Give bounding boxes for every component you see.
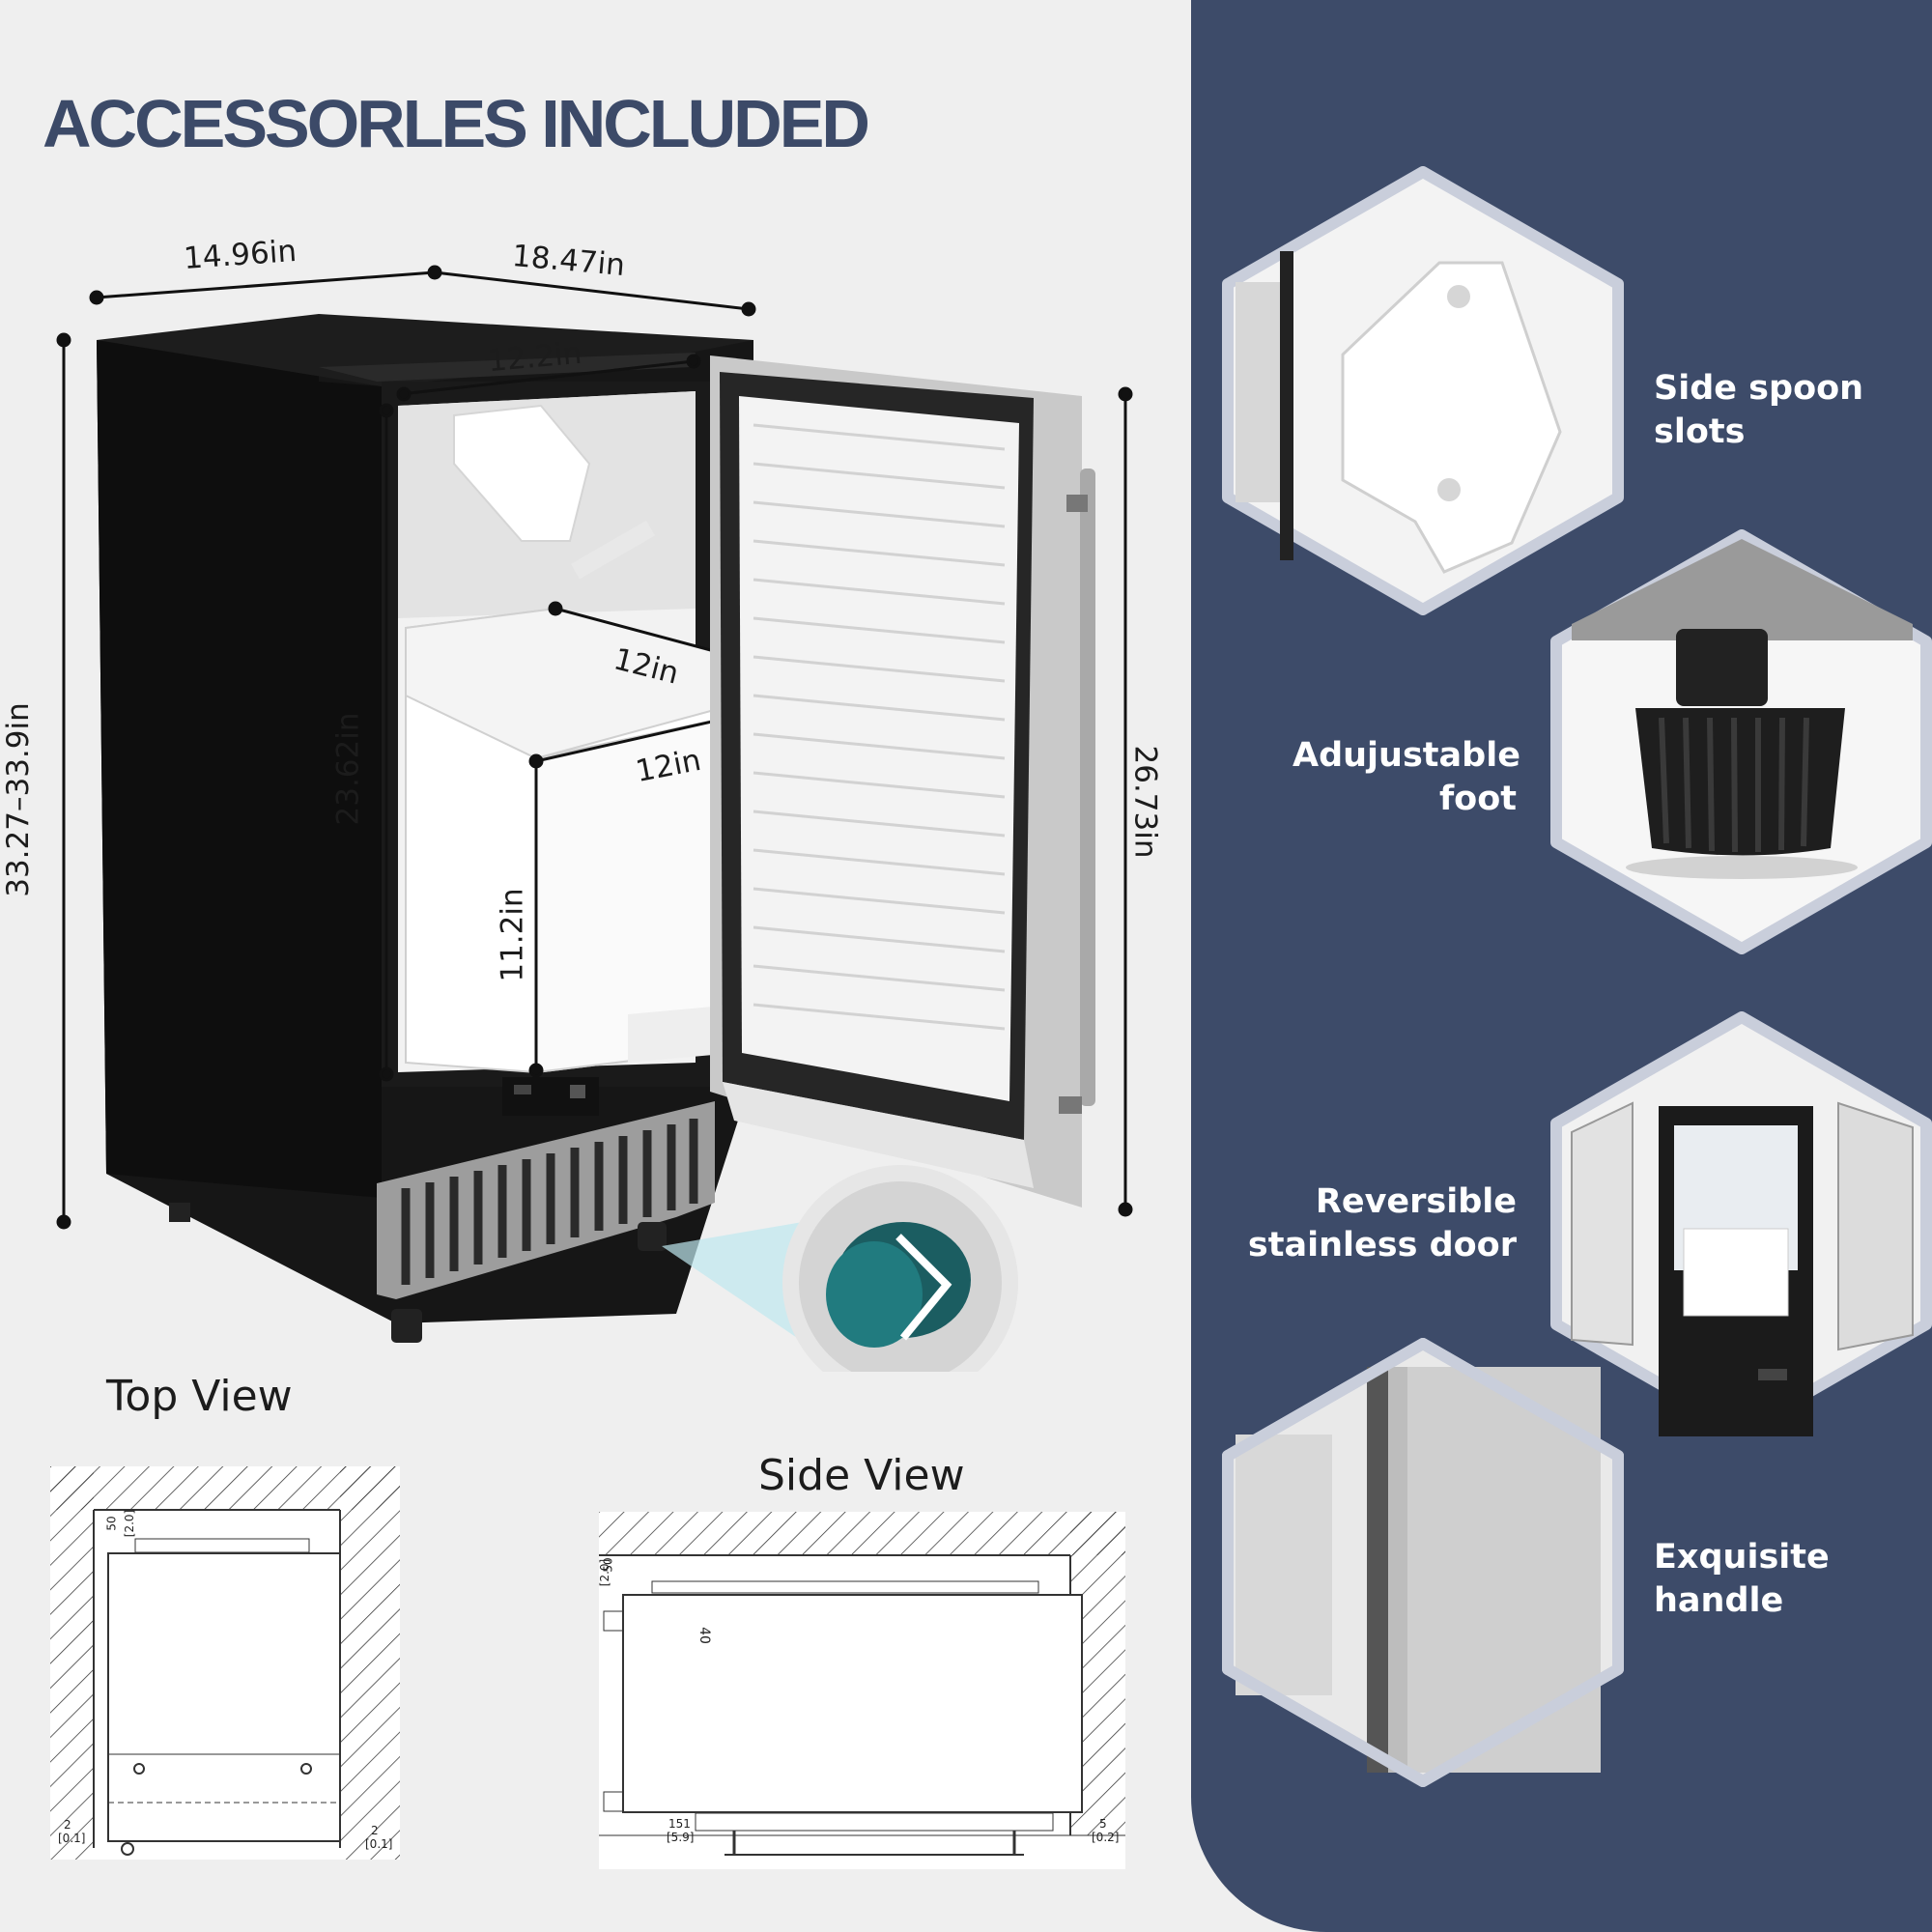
top-left-in-label: [0.1] bbox=[58, 1832, 86, 1845]
feature-label-adjustable-foot: Adujustable foot bbox=[1293, 736, 1520, 818]
feature-hex-spoon-slots bbox=[1222, 166, 1624, 615]
dimension-inner-height: 23.62in bbox=[330, 712, 366, 826]
dimension-total-height: 33.27–33.9in bbox=[0, 702, 36, 897]
feature-hex-handle bbox=[1222, 1338, 1624, 1787]
dimension-door-height: 26.73in bbox=[1127, 745, 1163, 859]
top-gap-in-label: [2.0] bbox=[123, 1509, 137, 1538]
ice-maker-illustration bbox=[56, 265, 1133, 1372]
side-bottom-right-in-label: [0.2] bbox=[1092, 1831, 1120, 1844]
top-view-diagram: 50 [2.0] 2 [0.1] 2 [0.1] bbox=[50, 1466, 400, 1860]
top-right-label: 2 bbox=[371, 1824, 379, 1837]
side-depth-label: 40 bbox=[696, 1627, 712, 1644]
side-bottom-right-label: 5 bbox=[1099, 1817, 1107, 1831]
side-view-diagram: 50 [2.0] 40 151 [5.9] 5 [0.2] bbox=[598, 1512, 1125, 1869]
side-view-title: Side View bbox=[758, 1451, 965, 1500]
dimension-bin-height: 11.2in bbox=[495, 888, 530, 982]
top-view-title: Top View bbox=[106, 1372, 293, 1421]
side-bottom-left-label: 151 bbox=[668, 1817, 691, 1831]
side-bottom-left-in-label: [5.9] bbox=[667, 1831, 695, 1844]
page-title: ACCESSORLES INCLUDED bbox=[43, 86, 870, 161]
top-left-label: 2 bbox=[64, 1818, 71, 1832]
feature-label-reversible-door: Reversible stainless door bbox=[1247, 1182, 1517, 1264]
feature-label-handle: Exquisite handle bbox=[1654, 1538, 1830, 1620]
feature-hex-reversible-door bbox=[1550, 1011, 1932, 1436]
feature-hex-adjustable-foot bbox=[1550, 529, 1932, 954]
feature-label-spoon-slots: Side spoon slots bbox=[1654, 369, 1864, 451]
top-right-in-label: [0.1] bbox=[365, 1837, 393, 1851]
side-gap-in-label: [2.0] bbox=[598, 1558, 612, 1587]
top-gap-label: 50 bbox=[104, 1516, 119, 1531]
